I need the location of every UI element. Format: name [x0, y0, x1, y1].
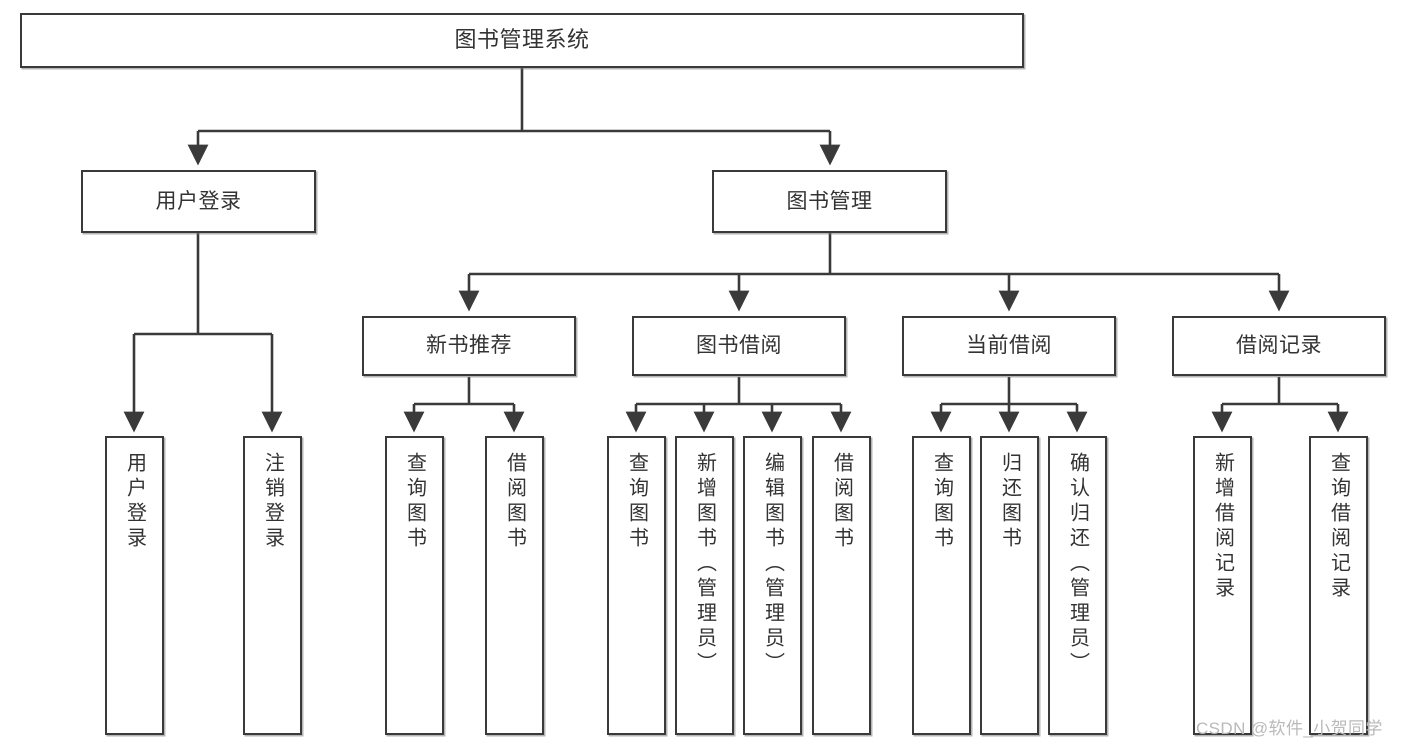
node-leaf-add-record-label: 新增借阅记录 [1211, 452, 1234, 602]
node-current-borrow-label: 当前借阅 [966, 334, 1052, 358]
node-leaf-query-book-2[interactable]: 查询图书 [607, 436, 666, 735]
node-book-borrow-label: 图书借阅 [696, 334, 782, 358]
node-leaf-return-book-label: 归还图书 [998, 452, 1021, 552]
node-leaf-query-book-3[interactable]: 查询图书 [912, 436, 971, 735]
node-root[interactable]: 图书管理系统 [20, 13, 1024, 68]
node-leaf-add-book-label: 新增图书（管理员） [693, 452, 716, 677]
watermark-text: CSDN @软件_小贺同学 [1196, 719, 1383, 738]
node-leaf-query-book-1[interactable]: 查询图书 [385, 436, 444, 735]
node-leaf-borrow-book-2-label: 借阅图书 [830, 452, 853, 552]
node-new-book-recommend-label: 新书推荐 [426, 334, 512, 358]
node-leaf-user-login-label: 用户登录 [123, 452, 146, 552]
node-leaf-confirm-return-label: 确认归还（管理员） [1066, 452, 1089, 677]
node-leaf-return-book[interactable]: 归还图书 [980, 436, 1039, 735]
node-book-management-label: 图书管理 [786, 189, 873, 213]
node-leaf-borrow-book-1[interactable]: 借阅图书 [485, 436, 544, 735]
node-leaf-query-book-3-label: 查询图书 [930, 452, 953, 552]
node-leaf-add-record[interactable]: 新增借阅记录 [1193, 436, 1252, 735]
node-user-login[interactable]: 用户登录 [81, 170, 316, 233]
node-user-login-label: 用户登录 [155, 189, 242, 213]
node-leaf-borrow-book-2[interactable]: 借阅图书 [812, 436, 871, 735]
node-borrow-record[interactable]: 借阅记录 [1172, 316, 1386, 376]
node-leaf-user-login[interactable]: 用户登录 [105, 436, 164, 735]
node-leaf-query-book-1-label: 查询图书 [403, 452, 426, 552]
node-leaf-query-record[interactable]: 查询借阅记录 [1309, 436, 1368, 735]
node-leaf-confirm-return[interactable]: 确认归还（管理员） [1048, 436, 1107, 735]
node-borrow-record-label: 借阅记录 [1236, 334, 1322, 358]
node-leaf-edit-book-label: 编辑图书（管理员） [761, 452, 784, 677]
node-current-borrow[interactable]: 当前借阅 [902, 316, 1116, 376]
node-leaf-query-record-label: 查询借阅记录 [1327, 452, 1350, 602]
node-leaf-logout[interactable]: 注销登录 [243, 436, 302, 735]
node-book-management[interactable]: 图书管理 [712, 170, 947, 233]
node-leaf-add-book[interactable]: 新增图书（管理员） [675, 436, 734, 735]
node-leaf-logout-label: 注销登录 [261, 452, 284, 552]
node-leaf-borrow-book-1-label: 借阅图书 [503, 452, 526, 552]
node-leaf-edit-book[interactable]: 编辑图书（管理员） [743, 436, 802, 735]
node-new-book-recommend[interactable]: 新书推荐 [362, 316, 576, 376]
node-book-borrow[interactable]: 图书借阅 [632, 316, 846, 376]
node-leaf-query-book-2-label: 查询图书 [625, 452, 648, 552]
node-root-label: 图书管理系统 [454, 27, 590, 53]
